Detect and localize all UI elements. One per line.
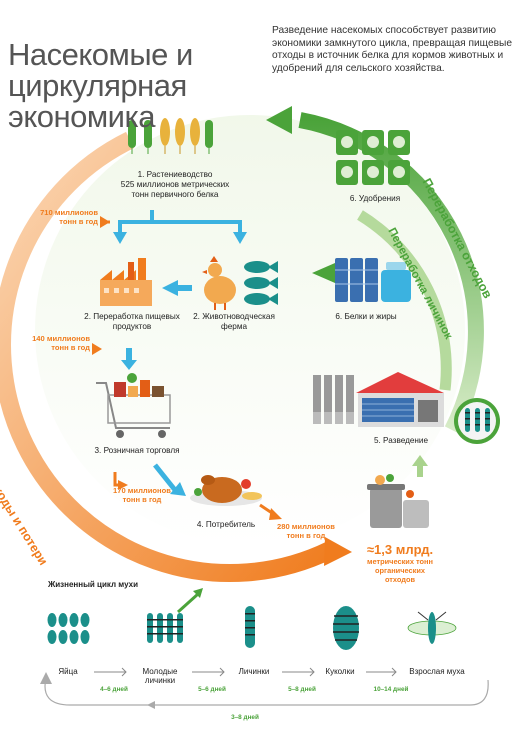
waste-bin-icon <box>367 474 429 528</box>
page-title: Насекомые и циркулярная экономика <box>8 39 193 132</box>
lifecycle-title: Жизненный цикл мухи <box>48 580 139 589</box>
livestock-title-2: ферма <box>220 322 248 331</box>
title-line-3: экономика <box>8 98 155 134</box>
lifecycle-stage-young-larvae: Молодые личинки <box>142 667 178 685</box>
lifecycle-stage-eggs: Яйца <box>58 667 78 676</box>
retail-to-consumer-arrow <box>170 482 186 496</box>
lifecycle-loop <box>44 677 489 706</box>
fish-icon <box>244 261 278 305</box>
waste-170-label: 170 миллионов тонн в год <box>104 486 180 504</box>
consumer-label: 4. Потребитель <box>196 520 256 529</box>
intro-text: Разведение насекомых способствует развит… <box>272 25 513 74</box>
waste-170-arrow <box>118 480 128 490</box>
total-waste-line-3: отходов <box>384 575 416 584</box>
breeding-farm-icon <box>313 372 444 427</box>
young-larvae-icon <box>147 613 183 643</box>
fertilizer-bags-icon <box>336 130 410 185</box>
roast-chicken-icon <box>190 475 262 506</box>
livestock-title-1: 2. Животноводческая <box>193 312 275 321</box>
waste-280-line-2: тонн в год <box>286 531 326 540</box>
title-line-2: циркулярная <box>8 67 187 103</box>
food-processing-title-2: продуктов <box>112 322 152 331</box>
waste-710-line-1: 710 миллионов <box>40 208 98 217</box>
crop-stage-label: 1. Растениеводство 525 миллионов метриче… <box>115 170 235 200</box>
waste-arc <box>0 131 334 583</box>
shopping-cart-icon <box>96 373 171 438</box>
waste-710-label: 710 миллионов тонн в год <box>20 208 98 226</box>
waste-140-line-2: тонн в год <box>51 343 90 352</box>
waste-710-line-2: тонн в год <box>59 217 98 226</box>
food-processing-label: 2. Переработка пищевых продуктов <box>82 312 182 332</box>
waste-710-arrow <box>100 216 110 228</box>
pupa-icon <box>333 606 359 650</box>
duration-3: 5–8 дней <box>288 686 316 693</box>
waste-arrowhead <box>324 537 352 566</box>
chicken-icon <box>202 256 236 310</box>
title-line-1: Насекомые и <box>8 36 193 72</box>
crop-text-1: 525 миллионов метрических <box>120 180 230 189</box>
recycling-arrowhead <box>266 106 292 134</box>
crop-icon <box>128 118 213 154</box>
waste-140-arrow <box>92 343 102 355</box>
waste-280-line-1: 280 миллионов <box>277 522 335 531</box>
proteins-label: 6. Белки и жиры <box>335 312 397 321</box>
lifecycle-stage-larvae: Личинки <box>238 667 270 676</box>
waste-140-label: 140 миллионов тонн в год <box>10 334 90 352</box>
crop-to-livestock-arrow <box>233 232 247 244</box>
retail-label: 3. Розничная торговля <box>94 446 180 455</box>
waste-170-line-2: тонн в год <box>122 495 162 504</box>
factory-icon <box>100 258 152 306</box>
waste-170-line-1: 170 миллионов <box>113 486 171 495</box>
total-waste-block: ≈1,3 млрд. метрических тонн органических… <box>348 542 452 584</box>
duration-2: 5–6 дней <box>198 686 226 693</box>
larva-icon <box>245 606 255 648</box>
eggs-icon <box>47 613 90 644</box>
livestock-label: 2. Животноводческая ферма <box>192 312 276 332</box>
larvae-arc <box>357 210 452 391</box>
waste-140-line-1: 140 миллионов <box>32 334 90 343</box>
total-waste-line-2: органических <box>375 566 425 575</box>
waste-280-arrow <box>269 508 282 520</box>
crop-title: 1. Растениеводство <box>137 170 213 179</box>
processing-to-retail-arrow <box>121 360 137 370</box>
bin-to-breeding-arrow <box>412 455 428 466</box>
livestock-to-processing-arrow <box>162 280 178 296</box>
breeding-label: 5. Разведение <box>373 436 429 445</box>
fertilizers-label: 6. Удобрения <box>349 194 401 203</box>
proteins-arrow <box>312 263 335 283</box>
lifecycle-stage-pupae: Куколки <box>325 667 355 676</box>
loop-duration: 3–8 дней <box>231 714 259 721</box>
adult-fly-icon <box>407 611 457 644</box>
duration-1: 4–6 дней <box>100 686 128 693</box>
crop-text-2: тонн первичного белка <box>131 190 219 199</box>
food-processing-title-1: 2. Переработка пищевых <box>84 312 180 321</box>
lifecycle-up-arrow <box>193 588 203 598</box>
crop-to-processing-arrow <box>113 232 127 244</box>
proteins-barrels-icon <box>335 258 411 302</box>
lifecycle-stage-adult-fly: Взрослая муха <box>409 667 465 676</box>
larvae-circle-icon <box>454 398 500 444</box>
waste-280-label: 280 миллионов тонн в год <box>268 522 344 540</box>
duration-4: 10–14 дней <box>373 686 409 693</box>
total-waste-line-1: метрических тонн <box>367 557 433 566</box>
total-waste-value: ≈1,3 млрд. <box>366 542 434 557</box>
